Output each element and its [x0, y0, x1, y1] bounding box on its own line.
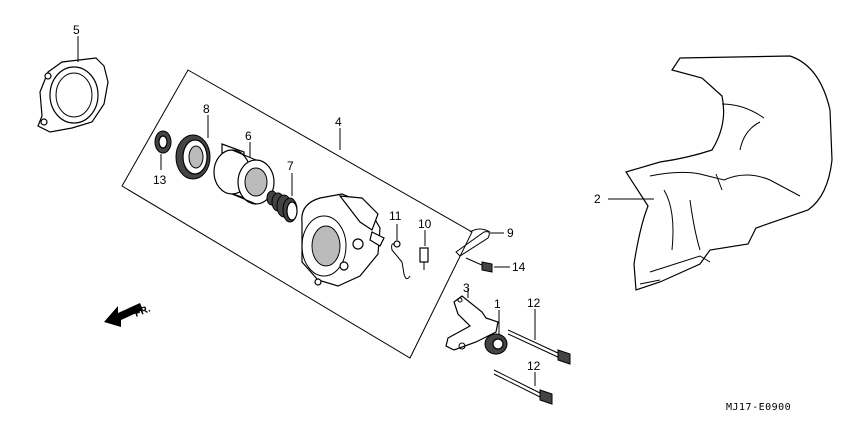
part-13-seal — [154, 130, 172, 154]
callout-3: 3 — [463, 281, 470, 295]
part-2-cover — [625, 55, 833, 291]
part-10-fitting — [419, 247, 429, 270]
callout-6: 6 — [245, 129, 252, 143]
part-5-gasket — [37, 57, 109, 133]
part-11-clip — [391, 240, 411, 280]
part-8-oil-seal — [175, 134, 211, 180]
part-14-bolt — [465, 257, 493, 273]
callout-9: 9 — [507, 226, 514, 240]
part-7-spring — [266, 190, 298, 223]
callout-4: 4 — [335, 115, 342, 129]
housing — [301, 193, 385, 287]
callout-13: 13 — [153, 173, 167, 187]
part-12-bolt-upper — [507, 329, 571, 365]
part-12-bolt-lower — [493, 369, 553, 405]
part-9-spring-clip — [455, 228, 491, 257]
front-direction-arrow-icon — [104, 303, 143, 327]
callout-11: 11 — [389, 209, 402, 223]
callout-2: 2 — [594, 192, 601, 206]
part-3-bracket — [445, 295, 499, 351]
part-6-sleeve — [213, 143, 275, 205]
callout-5: 5 — [73, 23, 80, 37]
callout-7: 7 — [287, 159, 294, 173]
callout-12-lower: 12 — [527, 359, 541, 373]
reference-code: MJ17-E0900 — [726, 402, 791, 413]
callout-10: 10 — [418, 217, 432, 231]
callout-1: 1 — [494, 297, 501, 311]
callout-8: 8 — [203, 102, 210, 116]
callout-14: 14 — [512, 260, 526, 274]
part-1-grommet — [484, 333, 508, 355]
assembly-4-frame — [121, 69, 473, 359]
callout-12-upper: 12 — [527, 296, 541, 310]
